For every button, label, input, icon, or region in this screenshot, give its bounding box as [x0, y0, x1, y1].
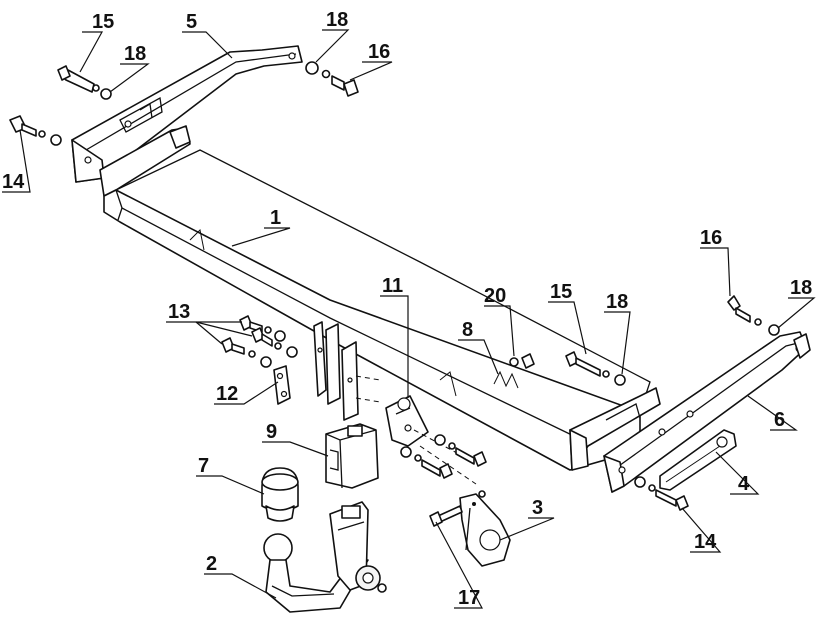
callout-6: 6 [774, 409, 785, 431]
callout-1: 1 [270, 207, 281, 229]
main-cross-beam [99, 125, 661, 471]
slotted-plate [659, 429, 737, 491]
fasteners [9, 61, 780, 527]
callout-12: 12 [216, 383, 238, 405]
callout-18: 18 [124, 43, 146, 65]
callout-labels: 15 5 18 18 16 14 1 11 20 15 18 16 18 13 … [2, 9, 812, 609]
left-mounting-bracket [71, 45, 303, 183]
callout-11: 11 [382, 275, 403, 297]
callout-9: 9 [266, 421, 277, 443]
callout-18: 18 [606, 291, 628, 313]
callout-20: 20 [484, 285, 506, 307]
callout-2: 2 [206, 553, 217, 575]
callout-17: 17 [458, 587, 480, 609]
spacer-plate [273, 365, 291, 405]
tow-ball-neck [263, 501, 387, 613]
callout-18: 18 [326, 9, 348, 31]
right-mounting-bracket [603, 331, 811, 493]
callout-15: 15 [92, 11, 114, 33]
electrical-socket-plate [459, 493, 511, 567]
callout-16: 16 [368, 41, 390, 63]
callout-16: 16 [700, 227, 722, 249]
callout-14: 14 [2, 171, 25, 193]
beam-mounting-lugs [313, 321, 477, 485]
callout-13: 13 [168, 301, 190, 323]
callout-14: 14 [694, 531, 717, 553]
socket-housing-block [325, 423, 379, 489]
callout-18: 18 [790, 277, 812, 299]
callout-15: 15 [550, 281, 572, 303]
callout-3: 3 [532, 497, 543, 519]
callout-7: 7 [198, 455, 209, 477]
center-support-bracket [385, 395, 429, 447]
tow-ball-cover-cap [261, 467, 299, 522]
callout-5: 5 [186, 11, 197, 33]
callout-4: 4 [738, 473, 750, 495]
callout-8: 8 [462, 319, 473, 341]
leader-lines [2, 29, 816, 609]
